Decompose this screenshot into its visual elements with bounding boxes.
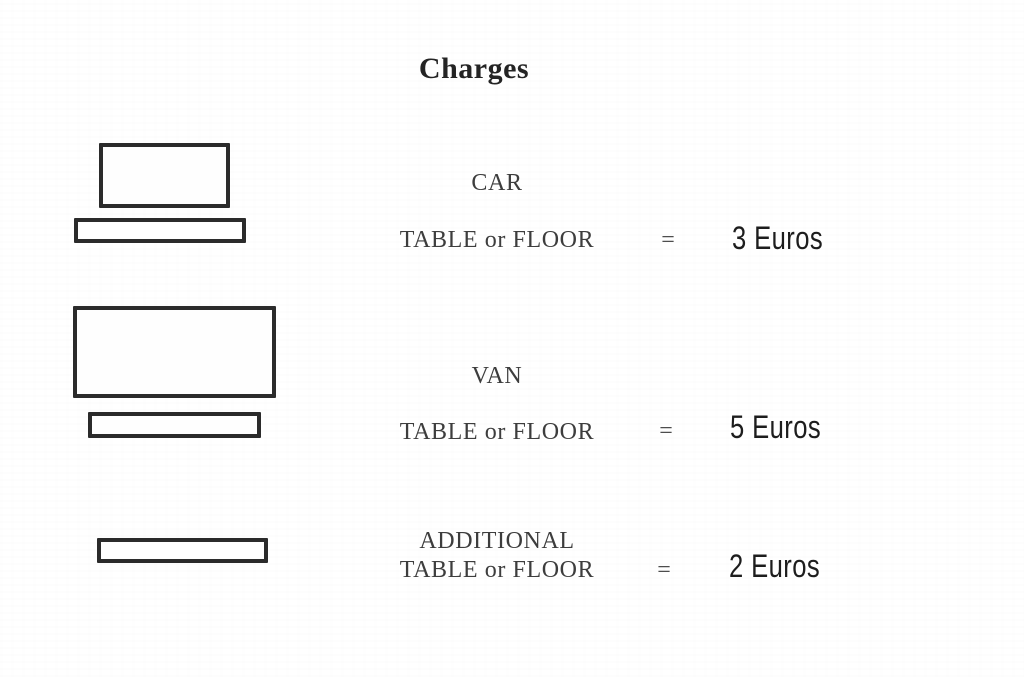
additional-table-icon bbox=[97, 538, 268, 563]
row-price: 2 Euros bbox=[729, 548, 821, 584]
equals-sign: = bbox=[661, 227, 675, 253]
equals-sign: = bbox=[657, 557, 671, 583]
equals-sign: = bbox=[659, 418, 673, 444]
row-label-vehicle: CAR bbox=[471, 170, 523, 196]
car-box-icon bbox=[99, 143, 230, 208]
row-price: 5 Euros bbox=[730, 409, 822, 445]
row-label-vehicle: ADDITIONAL bbox=[419, 528, 575, 554]
van-table-icon bbox=[88, 412, 261, 438]
row-price: 3 Euros bbox=[732, 220, 824, 256]
row-label-pitch: TABLE or FLOOR bbox=[399, 227, 595, 253]
row-label-pitch: TABLE or FLOOR bbox=[399, 557, 595, 583]
van-box-icon bbox=[73, 306, 276, 398]
row-label-pitch: TABLE or FLOOR bbox=[399, 419, 595, 445]
car-table-icon bbox=[74, 218, 246, 243]
page-title: Charges bbox=[418, 52, 530, 85]
row-label-vehicle: VAN bbox=[471, 363, 523, 389]
